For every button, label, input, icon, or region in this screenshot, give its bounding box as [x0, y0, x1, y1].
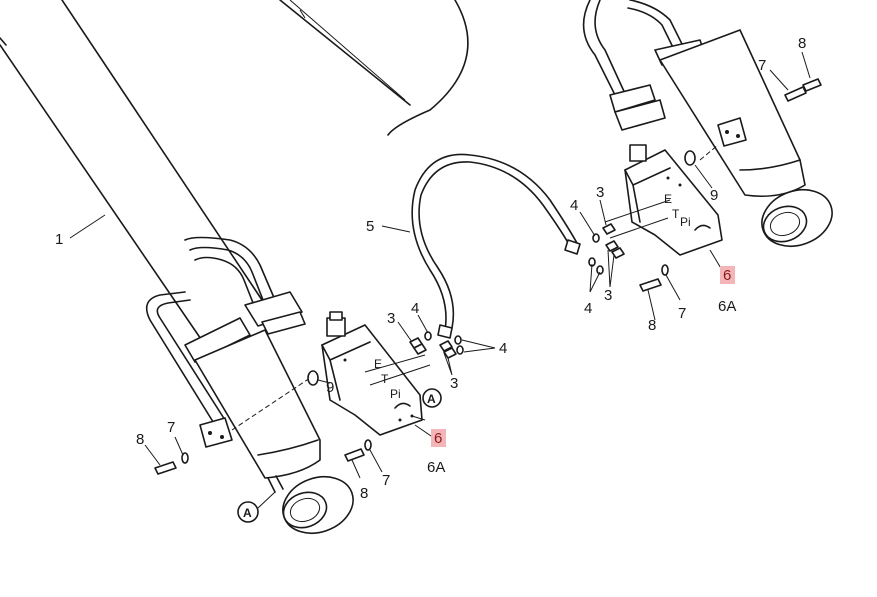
callout-bolt: 8	[798, 35, 806, 52]
callout-oring: 4	[411, 300, 419, 317]
callout-fitting: 3	[450, 375, 458, 392]
callout-bolt: 8	[136, 431, 144, 448]
callout-washer: 7	[758, 57, 766, 74]
callout-washer: 7	[167, 419, 175, 436]
highlight-box	[431, 429, 446, 447]
port-label-e: E	[664, 192, 672, 206]
leader-lines	[69, 51, 811, 509]
port-label-t: T	[672, 207, 680, 221]
left-cylinder	[0, 0, 354, 535]
right-cylinder	[582, 0, 833, 248]
callout-seal: 9	[326, 379, 334, 396]
port-label-pi: Pi	[390, 387, 401, 401]
callout-bolt: 8	[648, 317, 656, 334]
port-label-t: T	[381, 372, 389, 386]
callout-bolt: 8	[360, 485, 368, 502]
boom-outline	[279, 0, 469, 136]
callout-washer: 7	[678, 305, 686, 322]
callout-valve-block-alt: 6A	[718, 298, 736, 315]
callout-hose: 5	[366, 218, 374, 235]
detail-marker: A	[243, 506, 252, 520]
right-callouts: 8 7 3 4 9 E T Pi 4 3 8 7 6 6A	[570, 35, 806, 334]
callout-fitting: 3	[387, 310, 395, 327]
detail-marker: A	[427, 392, 436, 406]
left-callouts: 1 5 3 4 4 3 9 E T Pi A 6 6A 8 7 8 7 A	[55, 218, 507, 523]
callout-valve-block-highlighted: 6	[434, 430, 442, 447]
left-rod-eye	[282, 475, 354, 535]
callout-oring: 4	[499, 340, 507, 357]
callout-oring: 4	[584, 300, 592, 317]
right-rod-eye	[761, 188, 833, 248]
port-label-pi: Pi	[680, 215, 691, 229]
callout-washer: 7	[382, 472, 390, 489]
callout-fitting: 3	[604, 287, 612, 304]
callout-cylinder: 1	[55, 231, 63, 248]
detail-marker-circle	[237, 501, 259, 523]
left-valve-block	[307, 311, 431, 436]
callout-seal: 9	[710, 187, 718, 204]
port-label-e: E	[374, 357, 382, 371]
callout-valve-block-highlighted: 6	[723, 267, 731, 284]
callout-fitting: 3	[596, 184, 604, 201]
callout-valve-block-alt: 6A	[427, 459, 445, 476]
callout-oring: 4	[570, 197, 578, 214]
right-valve-block	[588, 144, 723, 292]
detail-marker-circle	[422, 388, 442, 408]
hydraulic-hose	[411, 153, 581, 339]
highlight-box	[720, 266, 735, 284]
left-fittings	[154, 331, 464, 475]
